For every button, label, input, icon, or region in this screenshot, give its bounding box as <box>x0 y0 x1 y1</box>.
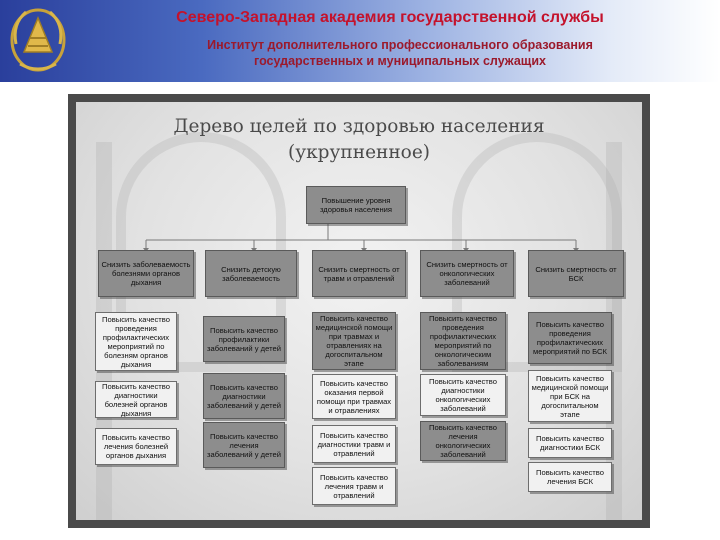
goal-child-morbidity: Снизить детскую заболеваемость <box>205 250 297 297</box>
task-cardio-prevention: Повысить качество проведения профилактич… <box>528 312 612 364</box>
task-oncology-diagnostics: Повысить качество диагностики онкологиче… <box>420 374 506 416</box>
academy-title: Северо-Западная академия государственной… <box>176 9 604 26</box>
slide-canvas: Дерево целей по здоровью населения (укру… <box>76 102 642 520</box>
task-cardio-treatment: Повысить качество лечения БСК <box>528 462 612 492</box>
task-trauma-first-aid: Повысить качество оказания первой помощи… <box>312 374 396 419</box>
task-respiratory-prevention: Повысить качество проведения профилактич… <box>95 312 177 371</box>
task-child-treatment: Повысить качество лечения заболеваний у … <box>203 422 285 468</box>
institute-subtitle-line2: государственных и муниципальных служащих <box>254 54 546 68</box>
task-respiratory-treatment: Повысить качество лечения болезней орган… <box>95 428 177 465</box>
goal-respiratory: Снизить заболеваемость болезнями органов… <box>98 250 194 297</box>
goal-trauma: Снизить смертность от травм и отравлений <box>312 250 406 297</box>
institute-subtitle: Институт дополнительного профессионально… <box>80 37 720 69</box>
task-oncology-prevention: Повысить качество проведения профилактич… <box>420 312 506 370</box>
task-child-diagnostics: Повысить качество диагностики заболевани… <box>203 373 285 419</box>
academy-emblem-icon <box>10 8 66 72</box>
header-band: Северо-Западная академия государственной… <box>0 0 720 82</box>
task-child-prevention: Повысить качество профилактики заболеван… <box>203 316 285 362</box>
task-trauma-prehospital: Повысить качество медицинской помощи при… <box>312 312 396 370</box>
task-cardio-diagnostics: Повысить качество диагностики БСК <box>528 428 612 458</box>
background-column <box>606 142 622 520</box>
task-trauma-diagnostics: Повысить качество диагностики травм и от… <box>312 425 396 463</box>
diagram-title: Дерево целей по здоровью населения <box>173 116 545 137</box>
task-trauma-treatment: Повысить качество лечения травм и отравл… <box>312 467 396 505</box>
institute-subtitle-line1: Институт дополнительного профессионально… <box>207 38 593 52</box>
task-cardio-prehospital: Повысить качество медицинской помощи при… <box>528 370 612 422</box>
goal-cardiovascular: Снизить смертность от БСК <box>528 250 624 297</box>
diagram-subtitle: (укрупненное) <box>288 142 430 163</box>
root-goal: Повышение уровня здоровья населения <box>306 186 406 224</box>
goal-oncology: Снизить смертность от онкологических заб… <box>420 250 514 297</box>
task-respiratory-diagnostics: Повысить качество диагностики болезней о… <box>95 381 177 418</box>
task-oncology-treatment: Повысить качество лечения онкологических… <box>420 421 506 461</box>
